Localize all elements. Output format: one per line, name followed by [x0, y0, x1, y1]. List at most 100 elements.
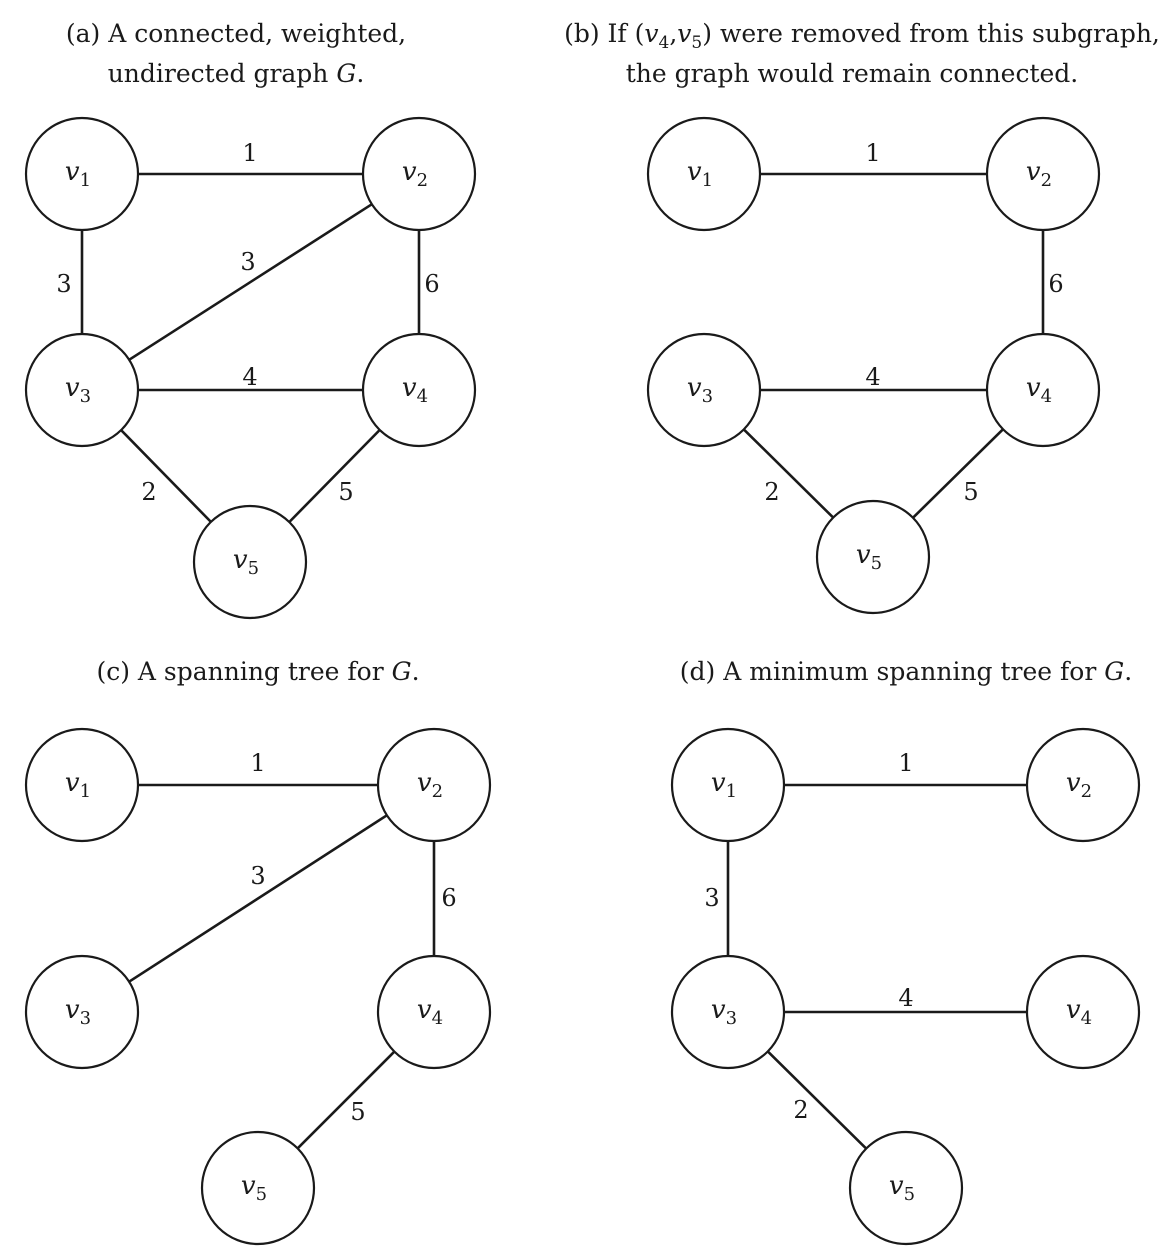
- node-letter: v: [65, 157, 80, 187]
- node-circle: [376, 954, 492, 1070]
- node-letter: v: [1026, 157, 1041, 187]
- node-v3: v3: [24, 332, 140, 448]
- node-circle: [192, 504, 308, 620]
- node-label: v5: [241, 1171, 267, 1205]
- node-subscript: 4: [417, 386, 428, 407]
- caption-segment: v: [677, 19, 691, 48]
- node-letter: v: [65, 995, 80, 1025]
- node-label: v2: [417, 768, 443, 802]
- edge-weight-v1-v2: 1: [250, 749, 265, 777]
- edge-weight-v1-v2: 1: [898, 749, 913, 777]
- panel-a-caption-line-1: (a) A connected, weighted,: [66, 19, 406, 48]
- node-circle: [848, 1130, 964, 1246]
- node-v1: v1: [646, 116, 762, 232]
- caption-segment: G: [336, 59, 356, 88]
- node-letter: v: [687, 157, 702, 187]
- caption-segment: undirected graph: [108, 59, 337, 88]
- node-v2: v2: [361, 116, 477, 232]
- caption-segment: (c) A spanning tree for: [96, 657, 391, 686]
- caption-segment: (d) A minimum spanning tree for: [680, 657, 1104, 686]
- caption-segment: v: [644, 19, 658, 48]
- node-subscript: 3: [726, 1008, 737, 1029]
- panel-b-caption-line-2: the graph would remain connected.: [626, 59, 1079, 88]
- edge-weight-v1-v2: 1: [865, 139, 880, 167]
- node-subscript: 2: [1041, 170, 1052, 191]
- node-letter: v: [402, 373, 417, 403]
- node-label: v3: [65, 373, 91, 407]
- edge-weight-v3-v4: 4: [898, 984, 913, 1012]
- edge-v4-v5: [911, 428, 1005, 519]
- node-letter: v: [711, 995, 726, 1025]
- node-label: v3: [711, 995, 737, 1029]
- panel-a: (a) A connected, weighted, undirected gra…: [24, 19, 477, 620]
- node-v3: v3: [670, 954, 786, 1070]
- edge-weight-v4-v5: 5: [350, 1098, 365, 1126]
- node-label: v1: [687, 157, 713, 191]
- node-label: v4: [1066, 995, 1092, 1029]
- node-v4: v4: [985, 332, 1101, 448]
- node-circle: [1025, 954, 1141, 1070]
- node-subscript: 4: [432, 1008, 443, 1029]
- node-label: v3: [65, 995, 91, 1029]
- node-subscript: 1: [726, 781, 737, 802]
- node-letter: v: [1026, 373, 1041, 403]
- caption-segment: .: [1124, 657, 1132, 686]
- node-letter: v: [65, 768, 80, 798]
- node-label: v5: [889, 1171, 915, 1205]
- node-label: v2: [1026, 157, 1052, 191]
- node-label: v1: [711, 768, 737, 802]
- node-letter: v: [687, 373, 702, 403]
- panel-a-caption-line-2: undirected graph G.: [108, 59, 365, 88]
- node-subscript: 2: [432, 781, 443, 802]
- node-subscript: 5: [904, 1184, 915, 1205]
- edge-weight-v2-v4: 6: [1048, 270, 1063, 298]
- caption-segment: ,: [669, 19, 677, 48]
- node-label: v5: [856, 540, 882, 574]
- caption-segment: (a) A connected, weighted,: [66, 19, 406, 48]
- node-circle: [24, 954, 140, 1070]
- node-subscript: 3: [80, 386, 91, 407]
- node-subscript: 5: [871, 553, 882, 574]
- node-circle: [985, 116, 1101, 232]
- edge-v3-v5: [766, 1050, 868, 1150]
- node-subscript: 2: [1081, 781, 1092, 802]
- panel-b: (b) If (v4,v5) were removed from this su…: [564, 19, 1160, 615]
- node-label: v5: [233, 545, 259, 579]
- edge-v3-v5: [120, 429, 212, 523]
- edge-weight-v2-v3: 3: [240, 248, 255, 276]
- node-subscript: 5: [256, 1184, 267, 1205]
- edge-weight-v3-v5: 2: [764, 478, 779, 506]
- node-letter: v: [65, 373, 80, 403]
- edge-weight-v2-v4: 6: [424, 270, 439, 298]
- node-letter: v: [889, 1171, 904, 1201]
- node-v3: v3: [646, 332, 762, 448]
- edge-weight-v2-v4: 6: [441, 884, 456, 912]
- node-subscript: 4: [1041, 386, 1052, 407]
- edge-v3-v5: [742, 428, 835, 519]
- node-subscript: 3: [80, 1008, 91, 1029]
- node-letter: v: [241, 1171, 256, 1201]
- node-circle: [24, 332, 140, 448]
- node-label: v4: [1026, 373, 1052, 407]
- node-v4: v4: [361, 332, 477, 448]
- node-label: v1: [65, 768, 91, 802]
- edge-weight-v3-v4: 4: [242, 363, 257, 391]
- node-v5: v5: [192, 504, 308, 620]
- edge-weight-v3-v5: 2: [793, 1096, 808, 1124]
- node-circle: [200, 1130, 316, 1246]
- node-v1: v1: [24, 727, 140, 843]
- node-label: v4: [417, 995, 443, 1029]
- node-letter: v: [417, 995, 432, 1025]
- caption-segment: (b) If (: [564, 19, 644, 48]
- panel-c-caption-line-1: (c) A spanning tree for G.: [96, 657, 419, 686]
- edge-weight-v3-v4: 4: [865, 363, 880, 391]
- node-subscript: 2: [417, 170, 428, 191]
- node-v1: v1: [670, 727, 786, 843]
- edge-weight-v1-v3: 3: [704, 884, 719, 912]
- caption-segment: 5: [691, 33, 702, 53]
- node-letter: v: [417, 768, 432, 798]
- edge-v4-v5: [288, 428, 381, 524]
- caption-segment: 4: [659, 33, 670, 53]
